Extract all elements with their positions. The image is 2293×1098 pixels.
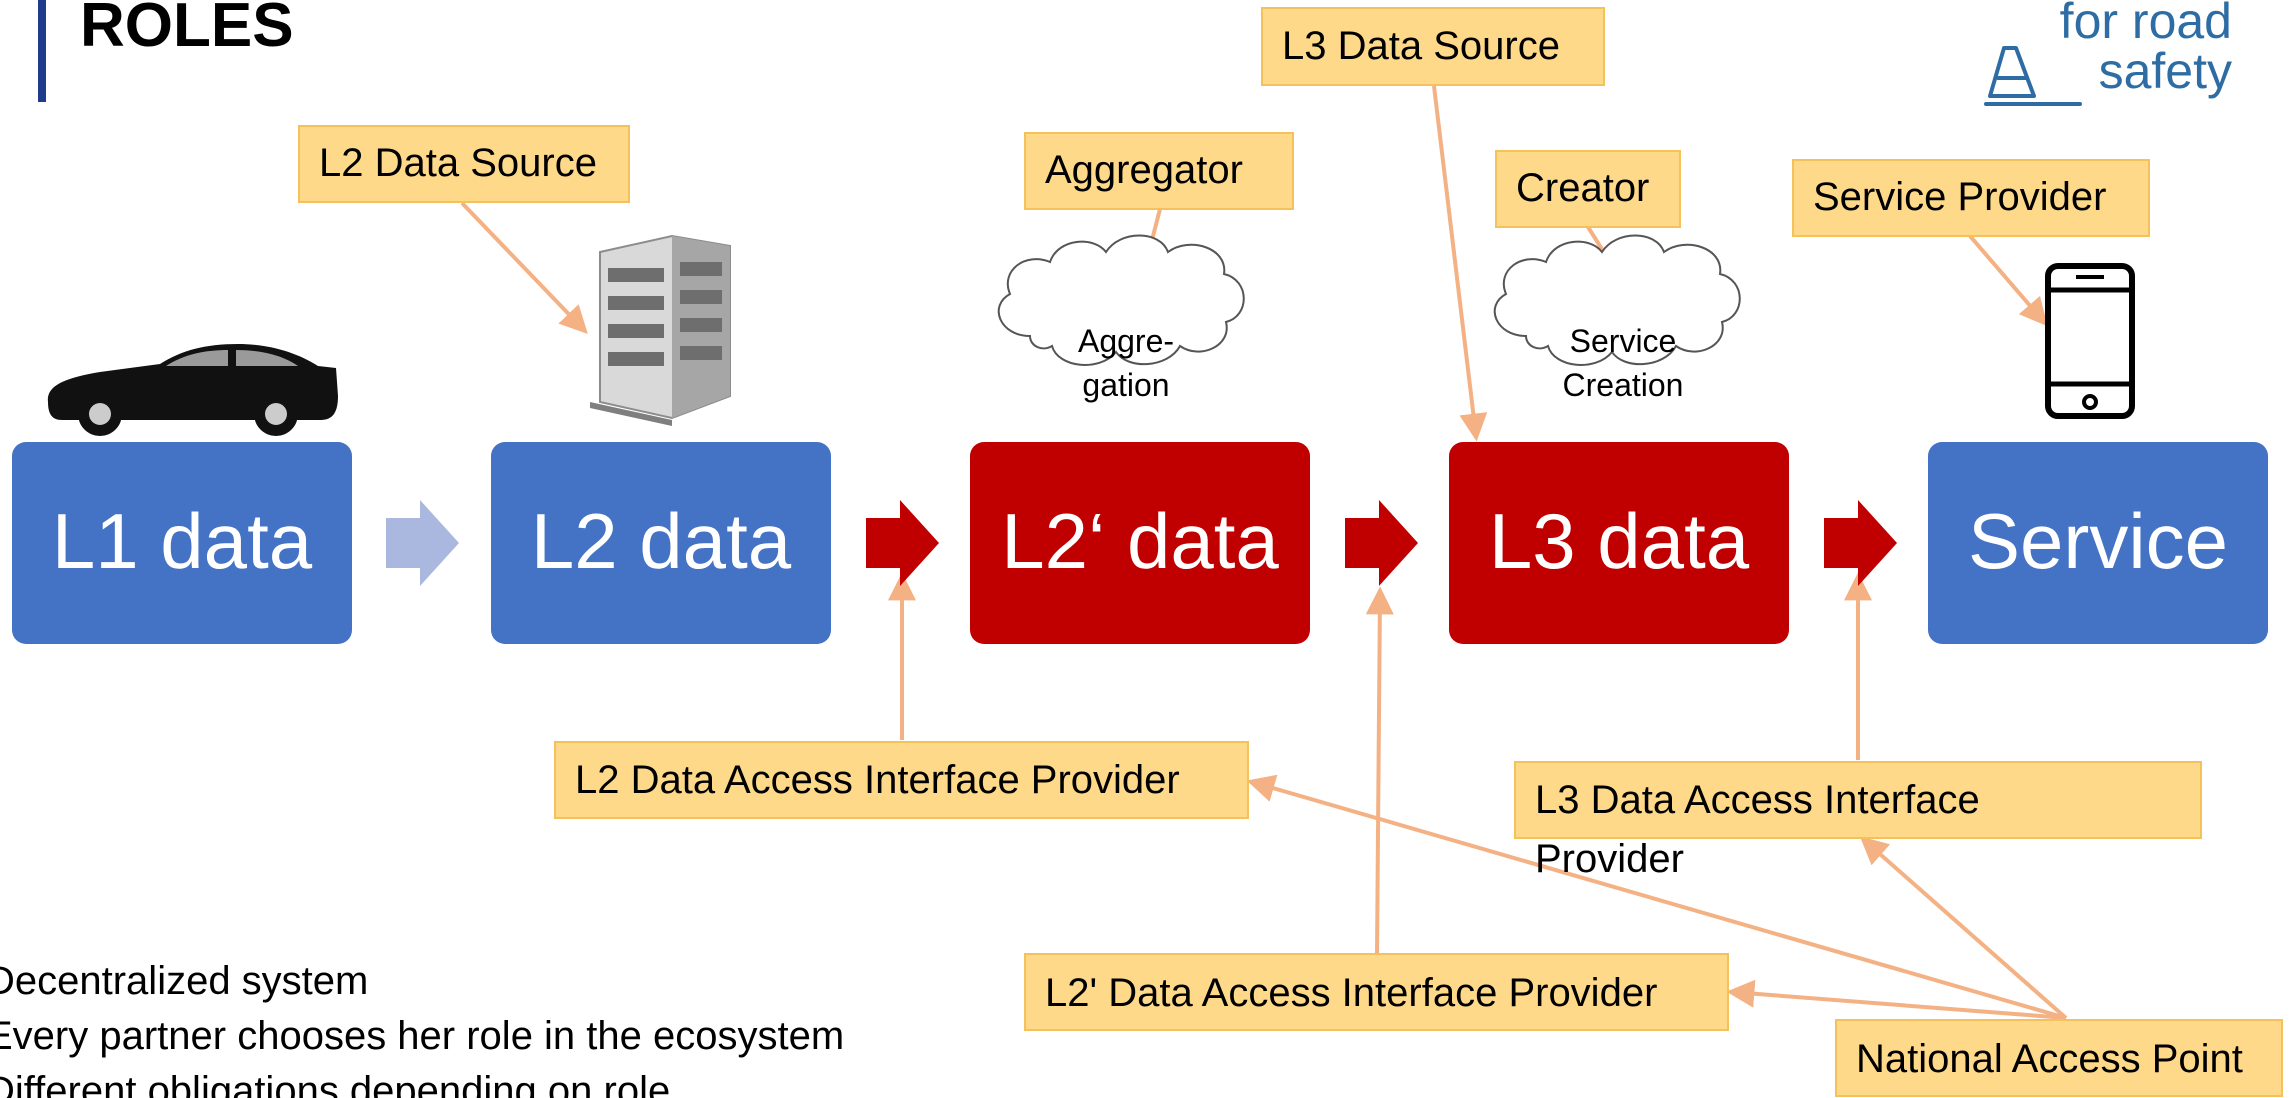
connector-nap-l2 — [1246, 774, 2067, 1020]
aggregation-line-2: gation — [1082, 367, 1169, 403]
traffic-cone-icon — [1984, 46, 2082, 106]
building-icon — [590, 234, 731, 426]
connector-nap-l2p — [1726, 979, 2067, 1020]
label-l2-interface-provider-text: L2 Data Access Interface Provider — [575, 758, 1180, 802]
title-accent-bar — [38, 0, 46, 102]
label-l2-interface-provider: L2 Data Access Interface Provider — [554, 741, 1249, 819]
bullet-item: Different obligations depending on role — [0, 1069, 670, 1098]
connector-nap-l3 — [1859, 836, 2068, 1020]
connectors — [460, 85, 2068, 1020]
node-l2-prime-data: L2‘ data — [970, 442, 1310, 644]
flow-arrow-1 — [386, 500, 459, 586]
bullet-item: Every partner chooses her role in the ec… — [0, 1014, 844, 1058]
connector-l2-source — [460, 201, 588, 335]
node-l1-label: L1 data — [52, 497, 313, 585]
flow-arrow-4 — [1824, 500, 1897, 586]
node-l2-label: L2 data — [531, 497, 792, 585]
node-l2-prime-label: L2‘ data — [1001, 497, 1279, 585]
node-l1-data: L1 data — [12, 442, 352, 644]
label-l3-data-source-text: L3 Data Source — [1282, 24, 1560, 68]
label-national-access-point-text: National Access Point — [1856, 1037, 2243, 1081]
service-creation-line-2: Creation — [1563, 367, 1684, 403]
aggregation-line-1: Aggre- — [1078, 323, 1174, 359]
aggregation-cloud: Aggre- gation — [997, 234, 1245, 403]
node-service: Service — [1928, 442, 2268, 644]
label-service-provider-text: Service Provider — [1813, 175, 2106, 219]
logo: for road safety — [1984, 0, 2232, 106]
slide-title: ROLES — [80, 0, 294, 60]
bullet-notes: Decentralized system Every partner choos… — [0, 959, 844, 1098]
connector-l2p-interface — [1365, 586, 1394, 955]
label-aggregator-text: Aggregator — [1045, 148, 1243, 192]
connector-service-provider — [1968, 234, 2048, 327]
connector-l3-source — [1432, 85, 1488, 442]
label-national-access-point: National Access Point — [1835, 1019, 2283, 1097]
label-l3-data-source: L3 Data Source — [1261, 7, 1605, 86]
label-l2-data-source-text: L2 Data Source — [319, 141, 597, 185]
label-creator: Creator — [1495, 150, 1681, 228]
label-service-provider: Service Provider — [1792, 159, 2150, 237]
service-creation-cloud: Service Creation — [1493, 234, 1741, 403]
bullet-item: Decentralized system — [0, 959, 368, 1003]
node-l2-data: L2 data — [491, 442, 831, 644]
flow-arrow-2 — [866, 500, 939, 586]
logo-line-1: for road — [2060, 0, 2232, 49]
label-l2-data-source: L2 Data Source — [298, 125, 630, 203]
label-l2-prime-interface-provider: L2' Data Access Interface Provider — [1024, 953, 1729, 1031]
label-aggregator: Aggregator — [1024, 132, 1294, 210]
label-creator-text: Creator — [1516, 166, 1649, 210]
logo-line-2: safety — [2099, 43, 2232, 99]
car-icon — [47, 344, 338, 436]
node-l3-label: L3 data — [1489, 497, 1750, 585]
flow-arrow-3 — [1345, 500, 1418, 586]
label-l2-prime-interface-provider-text: L2' Data Access Interface Provider — [1045, 971, 1657, 1015]
service-creation-line-1: Service — [1570, 323, 1677, 359]
label-l3-interface-provider-line-1: L3 Data Access Interface — [1535, 778, 1980, 822]
label-l3-interface-provider-line-2: Provider — [1535, 837, 1684, 881]
smartphone-icon — [2045, 263, 2135, 419]
label-l3-interface-provider: L3 Data Access Interface Provider — [1514, 761, 2202, 881]
node-service-label: Service — [1968, 497, 2228, 585]
node-l3-data: L3 data — [1449, 442, 1789, 644]
